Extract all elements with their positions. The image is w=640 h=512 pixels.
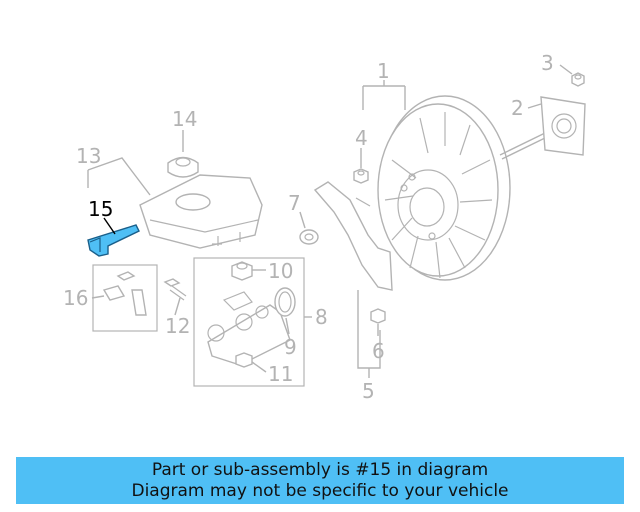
info-banner: Part or sub-assembly is #15 in diagram D…: [16, 457, 624, 504]
callout-2: 2: [511, 96, 524, 120]
banner-line-2: Diagram may not be specific to your vehi…: [131, 480, 509, 501]
banner-line-1: Part or sub-assembly is #15 in diagram: [151, 459, 489, 480]
callout-5: 5: [362, 379, 375, 403]
highlighted-part-15: [87, 224, 140, 257]
sensor-group: [92, 264, 158, 332]
grommet-10: [231, 261, 253, 281]
callout-13: 13: [76, 144, 101, 168]
brake-booster: [377, 95, 548, 281]
callout-10: 10: [268, 259, 293, 283]
washer-7: [299, 229, 319, 245]
reservoir-cap: [167, 156, 199, 178]
callout-7: 7: [288, 191, 301, 215]
callout-6: 6: [372, 339, 385, 363]
heat-shield: [313, 181, 393, 291]
callout-8: 8: [315, 305, 328, 329]
callout-numbers: 1 2 3 4 5 6 7 8 9 10 11 12 13 14 15 16: [63, 51, 554, 403]
callout-4: 4: [355, 126, 368, 150]
callout-16: 16: [63, 286, 88, 310]
gasket-plate: [540, 96, 586, 156]
grommet-11: [235, 352, 253, 368]
callout-14: 14: [172, 107, 197, 131]
leader-lines: [87, 64, 573, 378]
callout-1: 1: [377, 59, 390, 83]
callout-11: 11: [268, 362, 293, 386]
callout-3: 3: [541, 51, 554, 75]
nut-3: [571, 72, 585, 87]
callout-12: 12: [165, 314, 190, 338]
fluid-reservoir: [139, 174, 263, 249]
o-ring: [274, 287, 296, 317]
callout-15: 15: [88, 197, 113, 221]
master-cylinder-group: [193, 257, 305, 387]
nut-6: [370, 308, 386, 324]
parts-diagram: 1 2 3 4 5 6 7 8 9 10 11 12 13 14 15 16: [63, 51, 586, 403]
callout-9: 9: [284, 335, 297, 359]
bolt-12: [163, 278, 187, 301]
nut-4: [353, 168, 369, 184]
